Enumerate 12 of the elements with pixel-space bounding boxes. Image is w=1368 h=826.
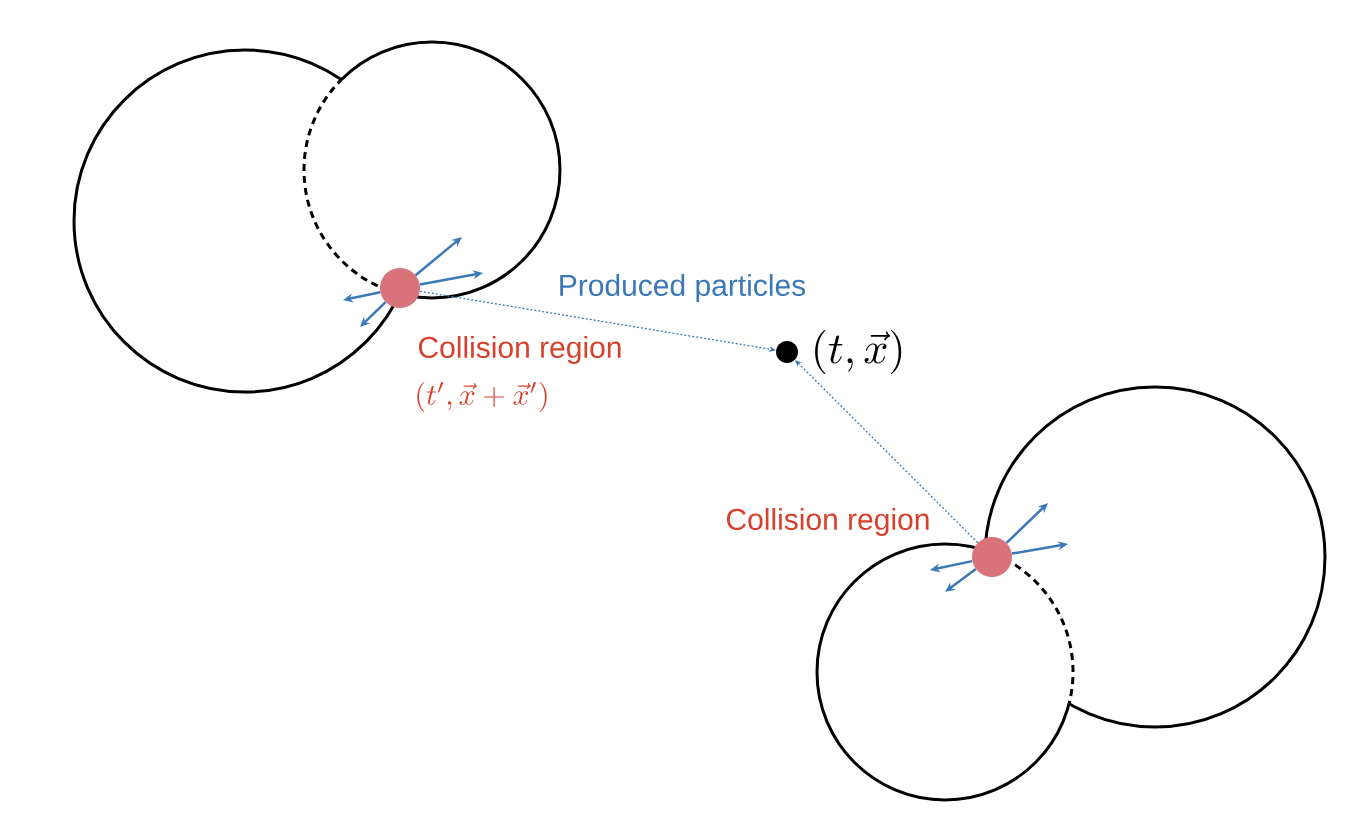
- particles-label: Produced particles: [560, 274, 806, 302]
- particle-arrow: [414, 237, 462, 277]
- region-label: Collision region: [727, 508, 929, 536]
- coordinate-formula: $(t,\vec{x})$: [815, 330, 902, 374]
- collision-dot: [972, 537, 1012, 577]
- region-label: Collision region: [419, 336, 621, 364]
- collision-dot: [380, 268, 420, 308]
- particle-arrow: [1005, 503, 1048, 544]
- coordinate-formula: $(t',\vec{x}+\vec{x}')$: [417, 381, 547, 412]
- particle-arrow: [945, 568, 977, 592]
- particle-arrow: [360, 301, 387, 327]
- point-dot: [776, 341, 798, 363]
